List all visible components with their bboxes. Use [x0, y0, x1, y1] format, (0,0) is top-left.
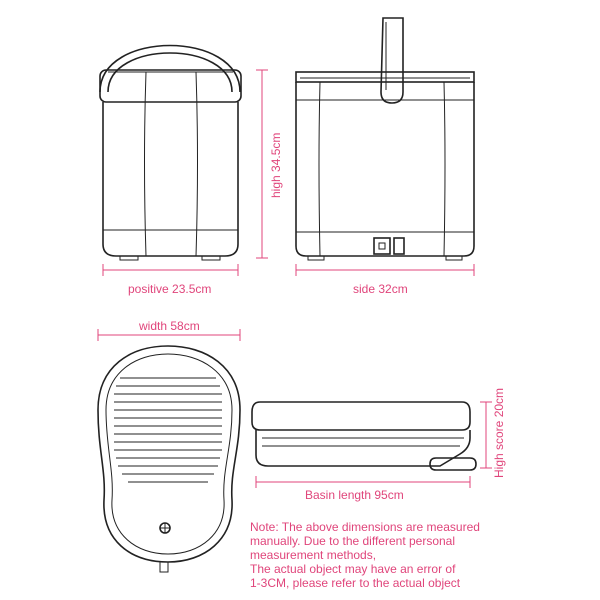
washboard-ridges	[114, 377, 222, 483]
basin-height-label: High score 20cm	[492, 388, 506, 478]
note-line-4: The actual object may have an error of	[250, 562, 456, 576]
front-view-drawing	[99, 44, 242, 261]
height-dimension	[256, 69, 268, 259]
basin-side-drawing	[251, 401, 477, 471]
height-label: high 34.5cm	[269, 133, 283, 198]
measurement-note: Note: The above dimensions are measured …	[250, 520, 480, 590]
top-width-dimension	[97, 329, 241, 341]
note-line-5: 1-3CM, please refer to the actual object	[250, 576, 461, 590]
note-line-2: manually. Due to the different personal	[250, 534, 455, 548]
basin-length-dimension	[255, 476, 471, 488]
side-view-drawing	[295, 17, 475, 261]
top-view-drawing	[97, 345, 241, 573]
note-line-1: Note: The above dimensions are measured	[250, 520, 480, 534]
side-width-dimension	[295, 264, 475, 276]
note-line-3: measurement methods,	[250, 548, 376, 562]
basin-height-dimension	[480, 401, 492, 469]
basin-length-label: Basin length 95cm	[305, 488, 404, 502]
front-width-dimension	[102, 264, 239, 276]
top-width-label: width 58cm	[138, 319, 200, 333]
front-width-label: positive 23.5cm	[128, 282, 211, 296]
side-width-label: side 32cm	[353, 282, 408, 296]
